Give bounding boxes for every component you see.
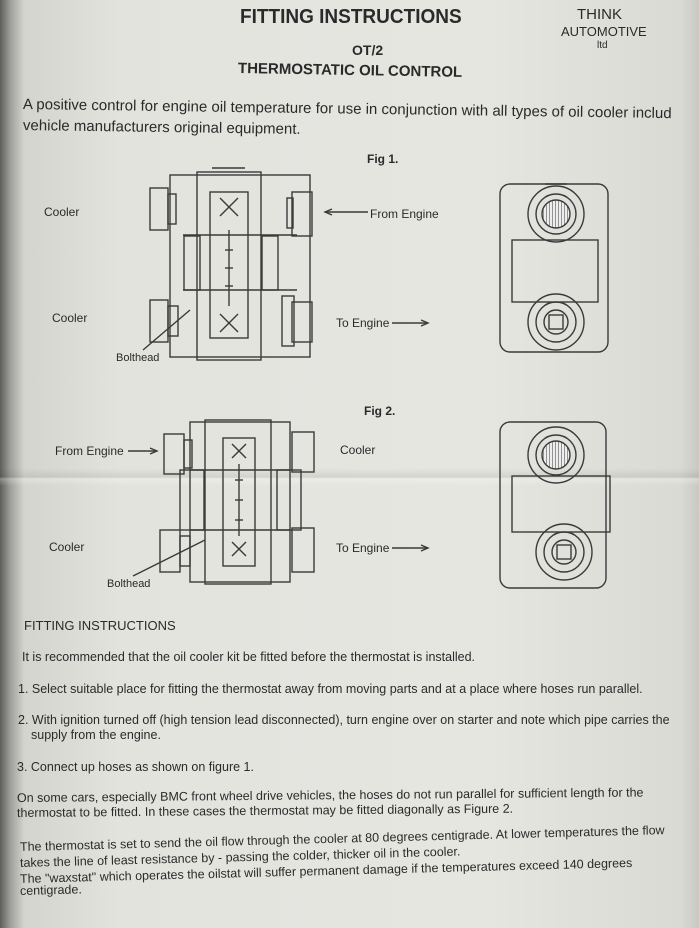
instructions-heading: FITTING INSTRUCTIONS: [24, 618, 176, 633]
fig1-bolthead-label: Bolthead: [116, 352, 160, 364]
fig2-bolthead-label: Bolthead: [107, 578, 151, 590]
step-1: 1. Select suitable place for fitting the…: [18, 682, 643, 696]
brand-line-1: THINK: [577, 6, 622, 23]
step-2-line-1: 2. With ignition turned off (high tensio…: [18, 713, 670, 727]
brand-line-2: AUTOMOTIVE: [561, 24, 647, 39]
fig2-cooler-right-label: Cooler: [340, 443, 376, 457]
fig2-thermostat-side-view: [159, 419, 315, 585]
fig2-label: Fig 2.: [364, 404, 396, 418]
fig1-label: Fig 1.: [367, 152, 399, 166]
fig1-cooler-bottom-label: Cooler: [52, 311, 88, 325]
recommendation-text: It is recommended that the oil cooler ki…: [22, 650, 476, 664]
fig2-to-engine-label: To Engine: [336, 541, 390, 555]
step-2-line-2: supply from the engine.: [31, 728, 161, 742]
fig1-to-engine-label: To Engine: [336, 316, 390, 330]
fig1-thermostat-front-view: [499, 183, 609, 353]
fig1-cooler-top-label: Cooler: [44, 205, 80, 219]
step-3: 3. Connect up hoses as shown on figure 1…: [17, 760, 254, 774]
fig2-thermostat-front-view: [499, 421, 611, 589]
paper-fold: [0, 468, 699, 486]
fig1-thermostat-side-view: [149, 167, 313, 361]
product-code: OT/2: [352, 42, 384, 58]
brand-line-3: ltd: [597, 40, 608, 51]
note-2-line-4: centigrade.: [19, 882, 83, 898]
fig2-cooler-left-label: Cooler: [49, 540, 85, 554]
fig2-from-engine-label: From Engine: [55, 444, 124, 458]
document-title: FITTING INSTRUCTIONS: [240, 6, 462, 28]
fig1-from-engine-label: From Engine: [370, 207, 439, 221]
